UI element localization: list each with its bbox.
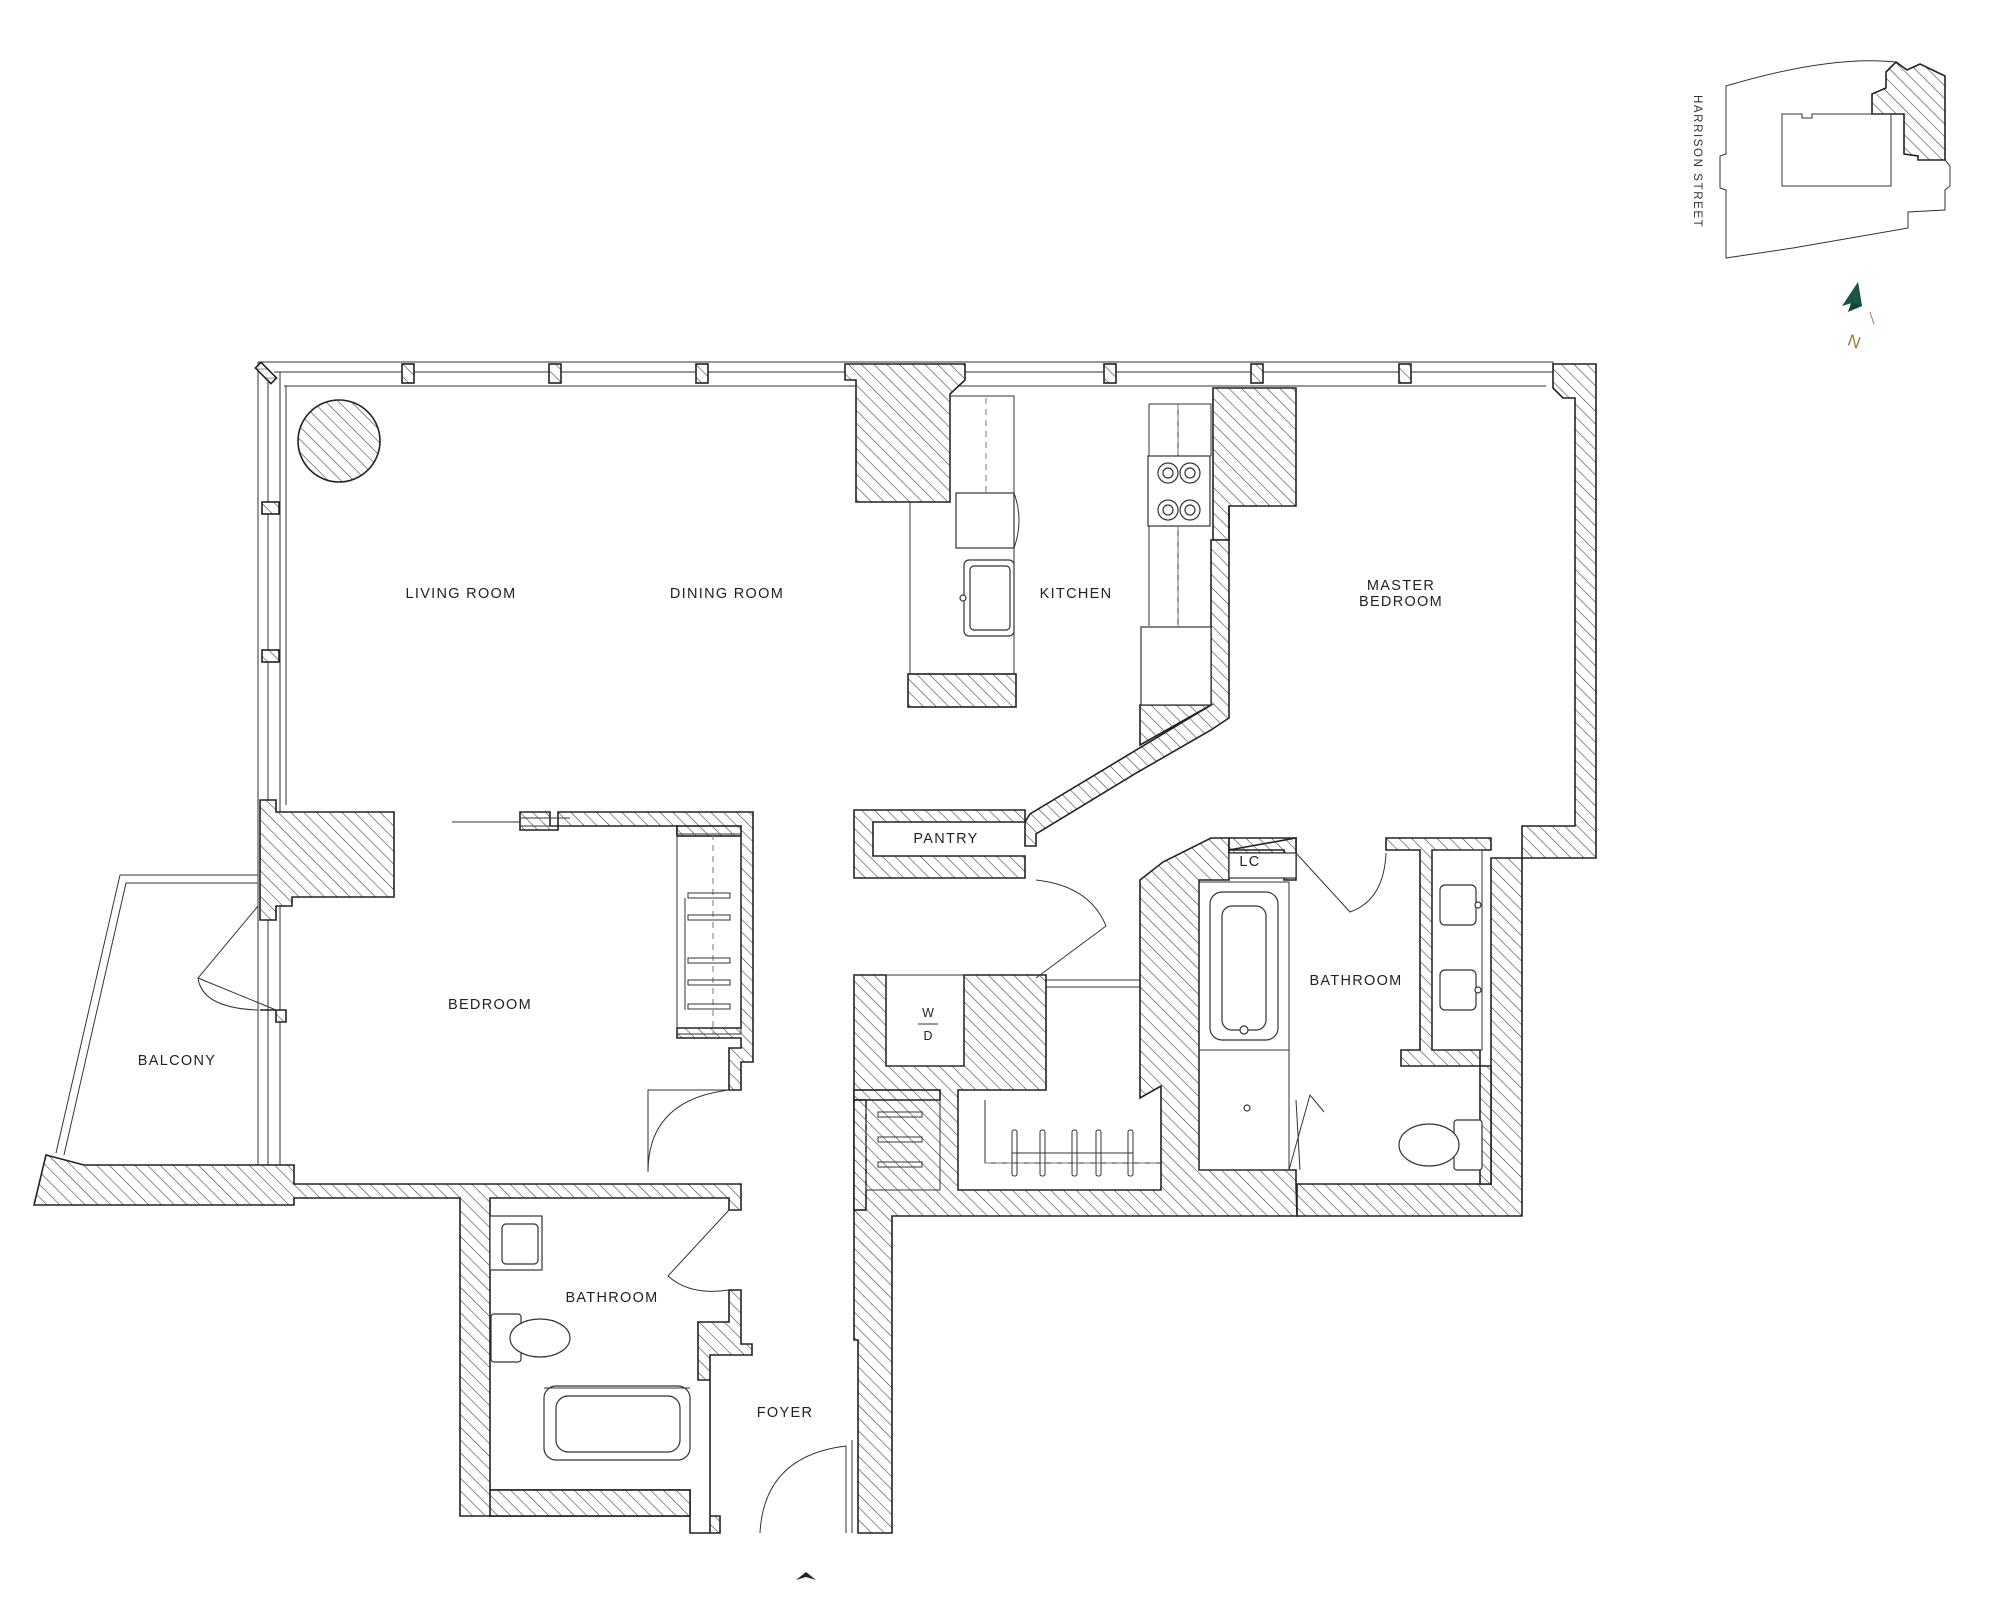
- washer-label: W: [922, 1006, 934, 1020]
- master-bedroom-label-line2: BEDROOM: [1359, 594, 1443, 610]
- bathroom-label: BATHROOM: [565, 1290, 658, 1306]
- master-bedroom-label-line1: MASTER: [1367, 578, 1435, 594]
- lc-label: LC: [1239, 854, 1260, 870]
- balcony-label: BALCONY: [138, 1053, 216, 1069]
- foyer-label: FOYER: [757, 1405, 813, 1421]
- walls: [32, 363, 1597, 1534]
- north-arrow-shadow-icon: [1842, 282, 1862, 306]
- living-room-label: LIVING ROOM: [406, 586, 517, 602]
- entry-arrow-icon: [796, 1572, 816, 1580]
- pantry-label: PANTRY: [913, 831, 978, 847]
- room-labels: LIVING ROOM DINING ROOM KITCHEN MASTER B…: [138, 578, 1443, 1421]
- dryer-label: D: [923, 1029, 932, 1043]
- master-bathroom-label: BATHROOM: [1309, 973, 1402, 989]
- dining-room-label: DINING ROOM: [670, 586, 784, 602]
- interior-lines: [55, 395, 1483, 1580]
- kitchen-label: KITCHEN: [1040, 586, 1113, 602]
- bedroom-label: BEDROOM: [448, 997, 532, 1013]
- north-label: N: [1845, 330, 1863, 352]
- key-plan: HARRISON STREET N: [1691, 60, 1951, 352]
- street-label: HARRISON STREET: [1691, 95, 1703, 228]
